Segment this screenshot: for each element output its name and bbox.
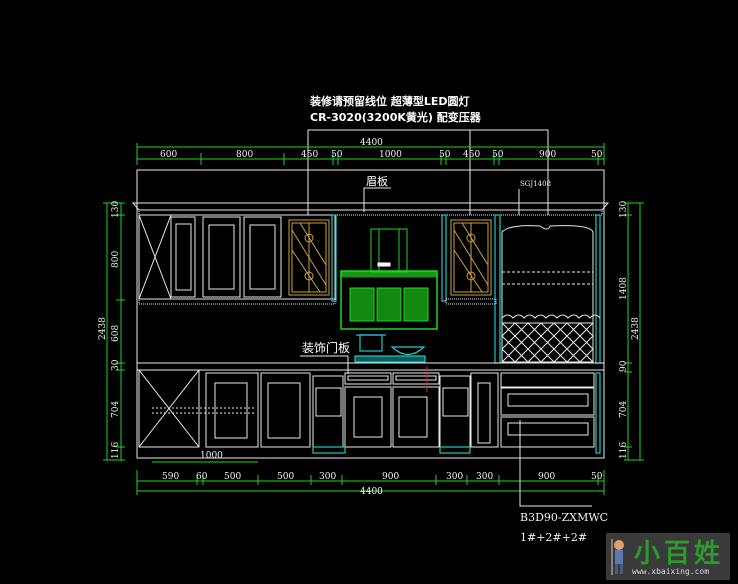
upper-right-bottom-trim bbox=[445, 298, 497, 305]
right-dimension-lines bbox=[624, 202, 644, 461]
svg-text:90: 90 bbox=[619, 360, 629, 372]
svg-text:900: 900 bbox=[538, 472, 555, 482]
left-total-dim: 2438 bbox=[98, 317, 108, 340]
right-segment-dims: 130 1408 90 704 116 bbox=[619, 201, 629, 459]
watermark-logo: 小百姓 www.xbaixing.com bbox=[606, 533, 730, 580]
svg-text:50: 50 bbox=[591, 472, 603, 482]
watermark-url: www.xbaixing.com bbox=[632, 567, 710, 576]
plinth-accent-left bbox=[312, 446, 346, 454]
svg-text:30: 30 bbox=[111, 359, 121, 371]
svg-text:116: 116 bbox=[111, 442, 121, 459]
svg-text:900: 900 bbox=[539, 150, 556, 160]
svg-text:704: 704 bbox=[619, 401, 629, 418]
svg-text:500: 500 bbox=[277, 472, 294, 482]
led-leader-lines bbox=[307, 129, 549, 215]
svg-text:704: 704 bbox=[111, 401, 121, 418]
svg-text:1408: 1408 bbox=[619, 277, 629, 300]
svg-text:300: 300 bbox=[446, 472, 463, 482]
bottom-inner-dim: 1000 bbox=[200, 451, 223, 461]
wine-rack-unit bbox=[494, 214, 601, 364]
svg-text:608: 608 bbox=[111, 325, 121, 342]
model-leader bbox=[519, 420, 592, 507]
svg-text:590: 590 bbox=[162, 472, 179, 482]
base-pilaster-right bbox=[595, 372, 601, 454]
bottom-segment-dims: 590 60 500 500 300 900 300 300 900 50 bbox=[162, 472, 603, 482]
svg-text:600: 600 bbox=[160, 150, 177, 160]
decor-panel-leader bbox=[300, 355, 349, 374]
range-hood bbox=[340, 228, 438, 330]
svg-text:50: 50 bbox=[439, 150, 451, 160]
cooktop-with-pots bbox=[354, 334, 426, 363]
crown-moulding bbox=[131, 202, 610, 216]
decor-panel-label: 装饰门板 bbox=[302, 340, 350, 355]
svg-text:116: 116 bbox=[619, 442, 629, 459]
svg-text:500: 500 bbox=[224, 472, 241, 482]
svg-text:130: 130 bbox=[111, 201, 121, 218]
model-code: B3D90-ZXMWC bbox=[520, 511, 608, 524]
top-segment-dims: 600 800 450 50 1000 50 450 50 900 50 bbox=[160, 150, 603, 160]
left-dimension-lines bbox=[103, 202, 125, 461]
svg-text:300: 300 bbox=[319, 472, 336, 482]
bottom-total-dim: 4400 bbox=[360, 487, 383, 497]
bottom-dimension-lines bbox=[136, 470, 605, 495]
wine-rack-label: SGJ1408 bbox=[520, 180, 551, 188]
svg-text:1000: 1000 bbox=[379, 150, 402, 160]
crown-leader bbox=[363, 187, 391, 212]
left-segment-dims: 130 800 608 30 704 116 bbox=[111, 201, 121, 459]
svg-text:800: 800 bbox=[111, 251, 121, 268]
led-note-line1: 装修请预留线位 超薄型LED圆灯 bbox=[309, 94, 469, 108]
pilaster-right bbox=[441, 214, 447, 302]
led-note-line2: CR-3020(3200K黄光) 配变压器 bbox=[310, 110, 482, 124]
crown-label: 眉板 bbox=[366, 174, 388, 188]
glass-door-right bbox=[450, 219, 492, 296]
farmer-mascot-icon bbox=[611, 539, 624, 575]
glass-door-left bbox=[288, 219, 330, 296]
svg-text:450: 450 bbox=[301, 150, 318, 160]
svg-text:60: 60 bbox=[196, 472, 208, 482]
watermark-brand: 小百姓 bbox=[634, 539, 725, 569]
right-total-dim: 2438 bbox=[631, 317, 641, 340]
svg-text:900: 900 bbox=[382, 472, 399, 482]
wall-outline bbox=[136, 169, 605, 459]
svg-text:50: 50 bbox=[591, 150, 603, 160]
top-total-dim: 4400 bbox=[360, 138, 383, 148]
svg-text:800: 800 bbox=[236, 150, 253, 160]
svg-text:50: 50 bbox=[331, 150, 343, 160]
svg-text:450: 450 bbox=[463, 150, 480, 160]
pilaster-left bbox=[331, 214, 337, 302]
plinth-accent-right bbox=[439, 446, 471, 454]
svg-text:300: 300 bbox=[476, 472, 493, 482]
model-parts: 1#+2#+2# bbox=[520, 531, 587, 544]
svg-text:50: 50 bbox=[492, 150, 504, 160]
top-dimension-lines bbox=[136, 143, 605, 165]
svg-text:130: 130 bbox=[619, 201, 629, 218]
upper-cabinets-left bbox=[138, 214, 336, 305]
base-cabinets bbox=[138, 369, 595, 448]
